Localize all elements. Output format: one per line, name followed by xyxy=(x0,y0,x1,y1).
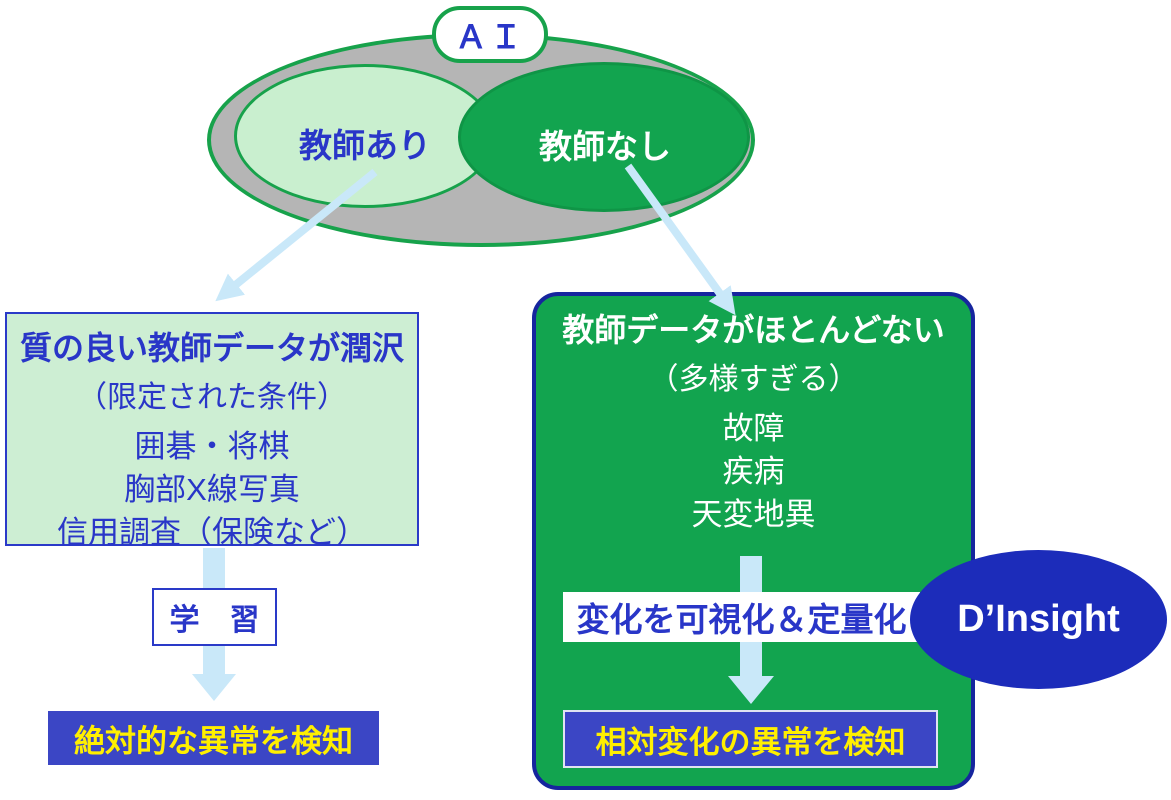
ai-title-badge: ＡＩ xyxy=(432,6,548,63)
supervised-example-item: 囲碁・将棋 xyxy=(134,429,290,464)
supervised-example-list: 囲碁・将棋 胸部X線写真 信用調査（保険など） xyxy=(7,425,417,554)
relative-anomaly-result-label: 相対変化の異常を検知 xyxy=(595,724,906,760)
unsupervised-box-subtitle: （多様すぎる） xyxy=(648,363,859,396)
supervised-description-box: 質の良い教師データが潤沢 （限定された条件） 囲碁・将棋 胸部X線写真 信用調査… xyxy=(5,312,419,550)
unsupervised-box-title: 教師データがほとんどない xyxy=(562,312,945,348)
ai-title-label: ＡＩ xyxy=(454,18,525,55)
unsupervised-example-item: 故障 xyxy=(722,411,785,446)
supervised-box-subtitle: （限定された条件） xyxy=(77,381,347,414)
absolute-anomaly-result-box: 絶対的な異常を検知 xyxy=(48,711,379,765)
unsupervised-example-item: 天変地異 xyxy=(691,497,816,532)
unsupervised-label: 教師なし xyxy=(539,128,671,165)
supervised-example-item: 胸部X線写真 xyxy=(124,472,300,507)
visualize-quantify-process-label: 変化を可視化＆定量化 xyxy=(576,601,907,638)
dinsight-product-ellipse: D’Insight xyxy=(910,550,1167,689)
learning-process-label: 学 習 xyxy=(169,604,260,637)
unsupervised-description-box: 教師データがほとんどない （多様すぎる） 故障 疾病 天変地異 xyxy=(532,292,975,790)
supervised-label: 教師あり xyxy=(299,127,431,164)
visualize-quantify-process-box: 変化を可視化＆定量化 xyxy=(563,592,920,642)
relative-anomaly-result-box: 相対変化の異常を検知 xyxy=(563,710,938,768)
absolute-anomaly-result-label: 絶対的な異常を検知 xyxy=(74,723,353,759)
unsupervised-example-list: 故障 疾病 天変地異 xyxy=(536,407,971,536)
dinsight-product-label: D’Insight xyxy=(957,598,1120,640)
supervised-example-item: 信用調査（保険など） xyxy=(57,515,367,550)
unsupervised-example-item: 疾病 xyxy=(722,454,785,489)
learning-process-box: 学 習 xyxy=(152,588,277,646)
supervised-box-title: 質の良い教師データが潤沢 xyxy=(19,330,404,366)
